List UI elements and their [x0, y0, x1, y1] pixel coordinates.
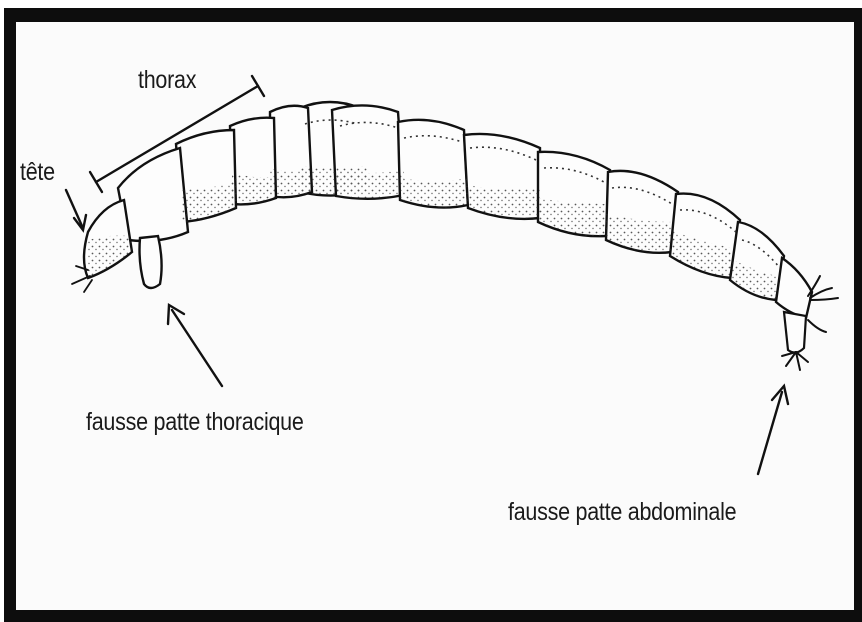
abdominal-proleg-shape [784, 312, 806, 353]
abdominal-segment [776, 258, 812, 318]
head-arrow [66, 190, 82, 226]
head-label: tête [20, 158, 55, 187]
anal-papillae [808, 276, 838, 332]
proleg-hooks [782, 352, 808, 370]
thorax-label: thorax [138, 66, 196, 95]
abdominal-proleg-label: fausse patte abdominale [508, 498, 736, 527]
abdominal-proleg-arrow [758, 392, 782, 474]
thoracic-proleg-label: fausse patte thoracique [86, 408, 304, 437]
thoracic-proleg-shape [140, 236, 162, 288]
thoracic-proleg-arrow [172, 310, 222, 386]
